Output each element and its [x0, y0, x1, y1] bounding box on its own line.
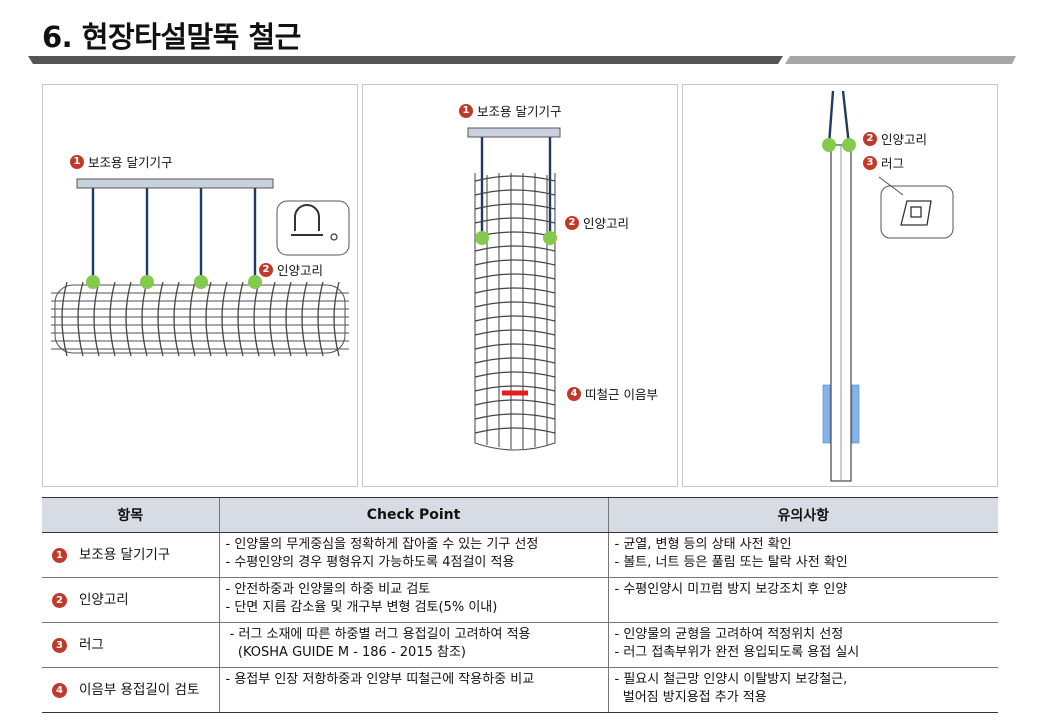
item-cell: 2 인양고리: [42, 577, 219, 623]
item-number: 1: [52, 548, 67, 563]
item-label: 인양고리: [79, 592, 129, 608]
page-title: 6. 현장타설말뚝 철근: [42, 20, 301, 54]
callout-label: 보조용 달기기구: [477, 104, 562, 119]
check-line: - 인양물의 무게중심을 정확하게 잡아줄 수 있는 기구 선정: [225, 537, 539, 552]
note-line: - 균열, 변형 등의 상태 사전 확인: [614, 537, 792, 552]
item-label: 러그: [79, 637, 104, 653]
callout-number: 3: [863, 155, 877, 170]
callout-number: 2: [863, 131, 877, 146]
table-row: 3 러그 - 러그 소재에 따른 하중별 러그 용접길이 고려하여 적용 (KOS…: [42, 622, 998, 668]
callout-lifting-device: 1 보조용 달기기구: [459, 101, 561, 120]
notes-cell: - 필요시 철근망 인양시 이탈방지 보강철근, 벌어짐 방지용접 추가 적용: [607, 667, 998, 713]
item-label: 보조용 달기기구: [79, 547, 171, 563]
item-number: 3: [52, 638, 67, 653]
note-line: - 러그 접촉부위가 완전 용입되도록 용접 실시: [614, 645, 860, 660]
header-notes: 유의사항: [607, 497, 998, 533]
callout-hoop-joint: 4 띠철근 이음부: [567, 384, 658, 403]
checklist-table: 항목 Check Point 유의사항 1 보조용 달기기구 - 인양물의 무게중…: [42, 497, 998, 713]
callout-number: 2: [259, 262, 273, 277]
callout-number: 1: [459, 103, 473, 118]
check-line: - 안전하중과 인양물의 하중 비교 검토: [225, 582, 431, 597]
table-header-row: 항목 Check Point 유의사항: [42, 497, 998, 533]
callout-label: 인양고리: [583, 216, 630, 231]
item-cell: 1 보조용 달기기구: [42, 532, 219, 578]
header-check-point: Check Point: [218, 497, 608, 533]
table-row: 4 이음부 용접길이 검토 - 용접부 인장 저항하중과 인양부 띠철근에 작용하…: [42, 667, 998, 713]
callout-label: 인양고리: [277, 263, 324, 278]
note-line: - 볼트, 너트 등은 풀림 또는 탈락 사전 확인: [614, 555, 848, 570]
item-label: 이음부 용접길이 검토: [79, 682, 200, 698]
check-line: - 단면 지름 감소율 및 개구부 변형 검토(5% 이내): [225, 600, 498, 615]
check-line: - 용접부 인장 저항하중과 인양부 띠철근에 작용하중 비교: [225, 672, 535, 687]
item-cell: 3 러그: [42, 622, 219, 668]
panel-lug-lift: 2 인양고리 3 러그: [682, 84, 998, 487]
item-number: 4: [52, 683, 67, 698]
callout-lifting-hook: 2 인양고리: [565, 213, 629, 232]
callout-lifting-hook: 2 인양고리: [259, 260, 323, 279]
notes-cell: - 인양물의 균형을 고려하여 적정위치 선정 - 러그 접촉부위가 완전 용입…: [607, 622, 998, 668]
note-line: - 수평인양시 미끄럼 방지 보강조치 후 인양: [614, 582, 848, 597]
callout-label: 인양고리: [881, 132, 928, 147]
header-item: 항목: [42, 497, 219, 533]
table-row: 2 인양고리 - 안전하중과 인양물의 하중 비교 검토 - 단면 지름 감소율 …: [42, 577, 998, 623]
note-line: - 필요시 철근망 인양시 이탈방지 보강철근,: [614, 672, 848, 687]
callout-number: 4: [567, 386, 581, 401]
item-number: 2: [52, 593, 67, 608]
panel-horizontal-lift: 1 보조용 달기기구 2 인양고리: [42, 84, 358, 487]
check-line: - 수평인양의 경우 평형유지 가능하도록 4점걸이 적용: [225, 555, 515, 570]
check-cell: - 러그 소재에 따른 하중별 러그 용접길이 고려하여 적용 (KOSHA G…: [218, 622, 608, 668]
callout-number: 1: [70, 154, 84, 169]
check-cell: - 인양물의 무게중심을 정확하게 잡아줄 수 있는 기구 선정 - 수평인양의…: [218, 532, 608, 578]
callout-number: 2: [565, 215, 579, 230]
note-line: - 인양물의 균형을 고려하여 적정위치 선정: [614, 627, 844, 642]
lug-pile-drawing: [822, 90, 954, 482]
check-line: - 러그 소재에 따른 하중별 러그 용접길이 고려하여 적용: [225, 627, 531, 642]
notes-cell: - 균열, 변형 등의 상태 사전 확인 - 볼트, 너트 등은 풀림 또는 탈…: [607, 532, 998, 578]
check-line: (KOSHA GUIDE M - 186 - 2015 참조): [225, 645, 466, 660]
note-line: 벌어짐 방지용접 추가 적용: [614, 690, 767, 705]
callout-label: 띠철근 이음부: [585, 387, 658, 402]
title-underline: [28, 56, 1016, 64]
callout-lug: 3 러그: [863, 153, 904, 172]
panel-vertical-lift: 1 보조용 달기기구 2 인양고리 4 띠철근 이음부: [362, 84, 678, 487]
item-cell: 4 이음부 용접길이 검토: [42, 667, 219, 713]
callout-lifting-device: 1 보조용 달기기구: [70, 152, 172, 171]
horizontal-cage-drawing: [51, 178, 350, 357]
check-cell: - 용접부 인장 저항하중과 인양부 띠철근에 작용하중 비교: [218, 667, 608, 713]
callout-label: 러그: [881, 156, 905, 171]
callout-lifting-hook: 2 인양고리: [863, 129, 927, 148]
vertical-cage-drawing: [467, 127, 561, 451]
check-cell: - 안전하중과 인양물의 하중 비교 검토 - 단면 지름 감소율 및 개구부 …: [218, 577, 608, 623]
notes-cell: - 수평인양시 미끄럼 방지 보강조치 후 인양: [607, 577, 998, 623]
callout-label: 보조용 달기기구: [88, 155, 173, 170]
table-row: 1 보조용 달기기구 - 인양물의 무게중심을 정확하게 잡아줄 수 있는 기구 …: [42, 532, 998, 578]
